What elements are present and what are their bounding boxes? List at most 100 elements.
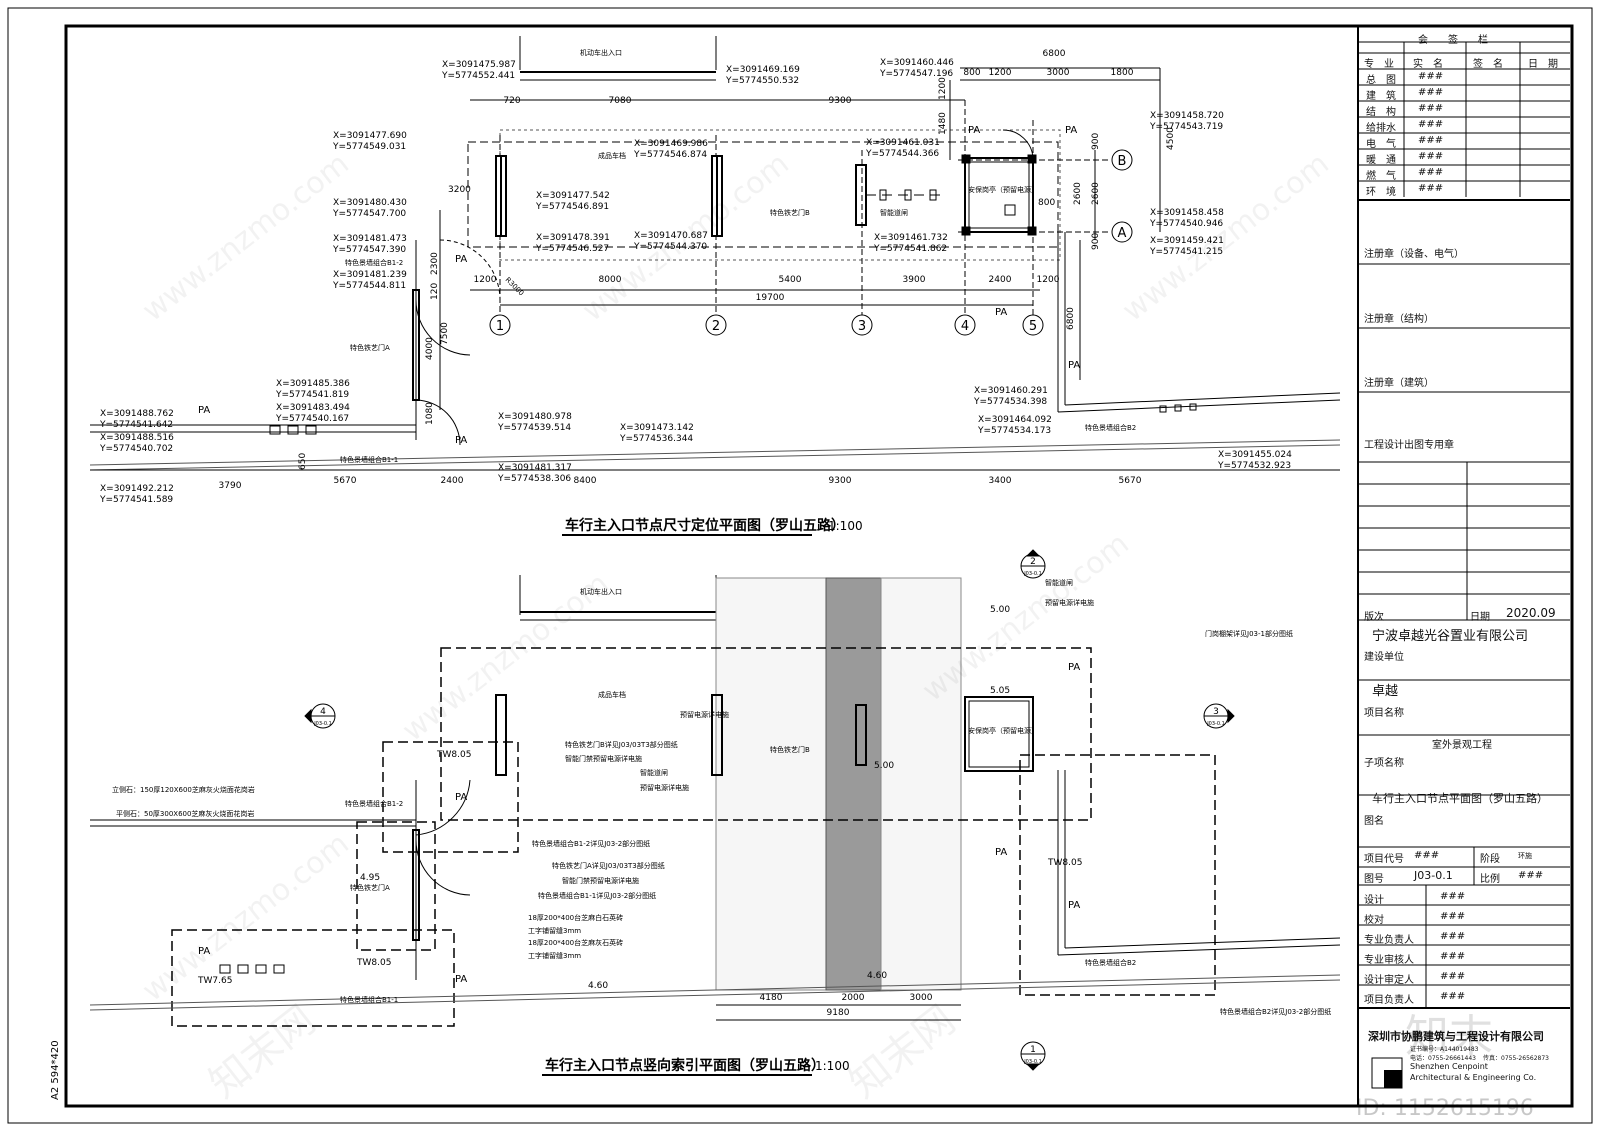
svg-text:Y=5774534.398: Y=5774534.398 — [973, 397, 1047, 407]
sign-discipline: 暖 通 — [1366, 155, 1396, 166]
dim: 4000 — [425, 337, 435, 360]
label-sentry: 安保岗亭（预留电源） — [968, 185, 1038, 194]
label-wall-b2-ref: 特色景墙组合B2详见J03-2部分图纸 — [1220, 1007, 1331, 1016]
role-label: 设计 — [1364, 895, 1384, 906]
role-label: 设计审定人 — [1364, 975, 1414, 986]
role-label: 专业审核人 — [1364, 955, 1414, 966]
svg-text:Y=5774538.306: Y=5774538.306 — [497, 474, 571, 484]
svg-text:X=3091460.446: X=3091460.446 — [880, 58, 954, 68]
svg-text:Y=5774541.215: Y=5774541.215 — [1149, 247, 1223, 257]
label-wall-b1-1: 特色景墙组合B1-1 — [340, 455, 398, 464]
axis-bubbles — [489, 149, 1133, 336]
label-joint-1: 工字铺留缝3mm — [528, 926, 581, 935]
drawing-name-label: 图名 — [1364, 816, 1384, 827]
sign-col: 签 名 — [1473, 59, 1503, 70]
drawing-name: 车行主入口节点平面图（罗山五路） — [1372, 792, 1548, 805]
dim: 3000 — [910, 993, 933, 1003]
svg-text:Y=5774536.344: Y=5774536.344 — [619, 434, 693, 444]
sign-discipline: 建 筑 — [1366, 91, 1396, 102]
dim: 2400 — [989, 275, 1012, 285]
label-barrier: 智能道闸 — [880, 208, 908, 217]
svg-text:Y=5774541.862: Y=5774541.862 — [873, 244, 947, 254]
dim: 1200 — [1037, 275, 1060, 285]
label-pa: PA — [198, 405, 210, 416]
label-pa: PA — [995, 847, 1007, 858]
svg-text:X=3091480.978: X=3091480.978 — [498, 412, 572, 422]
svg-text:Y=5774543.719: Y=5774543.719 — [1149, 122, 1223, 132]
dim: 1200 — [474, 275, 497, 285]
label-barrier-power: 预留电源详电施 — [640, 783, 689, 792]
label-wall-b2: 特色景墙组合B2 — [1085, 958, 1136, 967]
stage-label: 阶段 — [1480, 854, 1500, 865]
label-door-frame-ref: 门岗棚架详见J03-1部分图纸 — [1205, 629, 1293, 638]
sign-discipline: 结 构 — [1366, 107, 1396, 118]
dim: 800 — [1038, 198, 1055, 208]
svg-text:Y=5774532.923: Y=5774532.923 — [1217, 461, 1291, 471]
dim: 2300 — [430, 252, 440, 275]
project-code-label: 项目代号 — [1364, 854, 1404, 865]
label-pa: PA — [455, 974, 467, 985]
label-joint-2: 工字铺留缝3mm — [528, 951, 581, 960]
label-pa: PA — [455, 435, 467, 446]
date-value: 2020.09 — [1506, 606, 1556, 620]
sign-discipline: 燃 气 — [1366, 171, 1396, 182]
dim: 2400 — [441, 476, 464, 486]
index-sheet: J03-0.1 — [1206, 721, 1225, 727]
dim: 3200 — [448, 185, 471, 195]
stamp-label: 注册章（结构） — [1364, 314, 1434, 325]
svg-text:Y=5774539.514: Y=5774539.514 — [497, 423, 571, 433]
label-paving-2: 18厚200*400台芝麻灰石英砖 — [528, 938, 623, 947]
title-block-lines — [1358, 41, 1570, 1009]
svg-text:Y=5774540.946: Y=5774540.946 — [1149, 219, 1223, 229]
label-wall-b1-1: 特色景墙组合B1-1 — [340, 995, 398, 1004]
drawing-no: J03-0.1 — [1414, 869, 1453, 882]
svg-text:X=3091460.291: X=3091460.291 — [974, 386, 1048, 396]
outer-border — [7, 7, 1593, 1124]
label-gate-a-ref: 特色铁艺门A详见J03/03T3部分图纸 — [552, 861, 665, 870]
plan-bottom — [89, 575, 1341, 1027]
label-curb-2: 平侧石：50厚300X600芝麻灰火烧面花岗岩 — [116, 809, 254, 818]
dim: 2600 — [1091, 182, 1101, 205]
sign-discipline: 电 气 — [1366, 139, 1396, 150]
sign-col: 专 业 — [1364, 59, 1394, 70]
label-r3000: R3000 — [504, 276, 526, 298]
dim: 5400 — [779, 275, 802, 285]
firm-license: 证书编号：A144019483 — [1410, 1046, 1479, 1053]
scale: ### — [1518, 870, 1544, 881]
plan-bottom-title: 车行主入口节点竖向索引平面图（罗山五路） — [545, 1057, 825, 1074]
subproject-name: 室外景观工程 — [1432, 740, 1492, 751]
stamp-label: 注册章（设备、电气） — [1364, 249, 1464, 260]
drawing-no-label: 图号 — [1364, 874, 1384, 885]
sheet-size-label: A2 594*420 — [50, 1040, 61, 1100]
index-num: 1 — [1030, 1045, 1036, 1055]
plan-top — [89, 36, 1341, 471]
label-pa: PA — [1068, 900, 1080, 911]
dim: 4500 — [1166, 127, 1176, 150]
plan-bottom-scale: 1:100 — [815, 1059, 850, 1073]
sign-name: ### — [1418, 167, 1444, 178]
firm-name-en: Architectural & Engineering Co. — [1410, 1073, 1537, 1082]
svg-text:X=3091475.987: X=3091475.987 — [442, 60, 516, 70]
label-pa: PA — [198, 946, 210, 957]
elevation: 5.00 — [874, 761, 894, 771]
label-gate-a-power: 智能门禁预留电源详电施 — [562, 876, 639, 885]
dim: 2600 — [1073, 182, 1083, 205]
label-wall-b1-2: 特色景墙组合B1-2 — [345, 258, 403, 267]
index-sheet: J03-0.1 — [1023, 571, 1042, 577]
svg-text:X=3091478.391: X=3091478.391 — [536, 233, 610, 243]
plan-top-scale: 1:100 — [828, 519, 863, 533]
svg-text:X=3091470.687: X=3091470.687 — [634, 231, 708, 241]
label-gate-power: 智能门禁预留电源详电施 — [565, 754, 642, 763]
svg-text:X=3091459.421: X=3091459.421 — [1150, 236, 1224, 246]
label-wall-b1-2-ref: 特色景墙组合B1-2详见J03-2部分图纸 — [532, 839, 650, 848]
label-wall-b1-1-ref: 特色景墙组合B1-1详见J03-2部分图纸 — [538, 891, 656, 900]
role-name: ### — [1440, 971, 1466, 982]
dim: 8000 — [599, 275, 622, 285]
label-pa: PA — [455, 792, 467, 803]
stage: 环施 — [1518, 852, 1532, 860]
sign-name: ### — [1418, 71, 1444, 82]
dim: 3400 — [989, 476, 1012, 486]
index-num: 3 — [1213, 707, 1219, 717]
sign-name: ### — [1418, 183, 1444, 194]
